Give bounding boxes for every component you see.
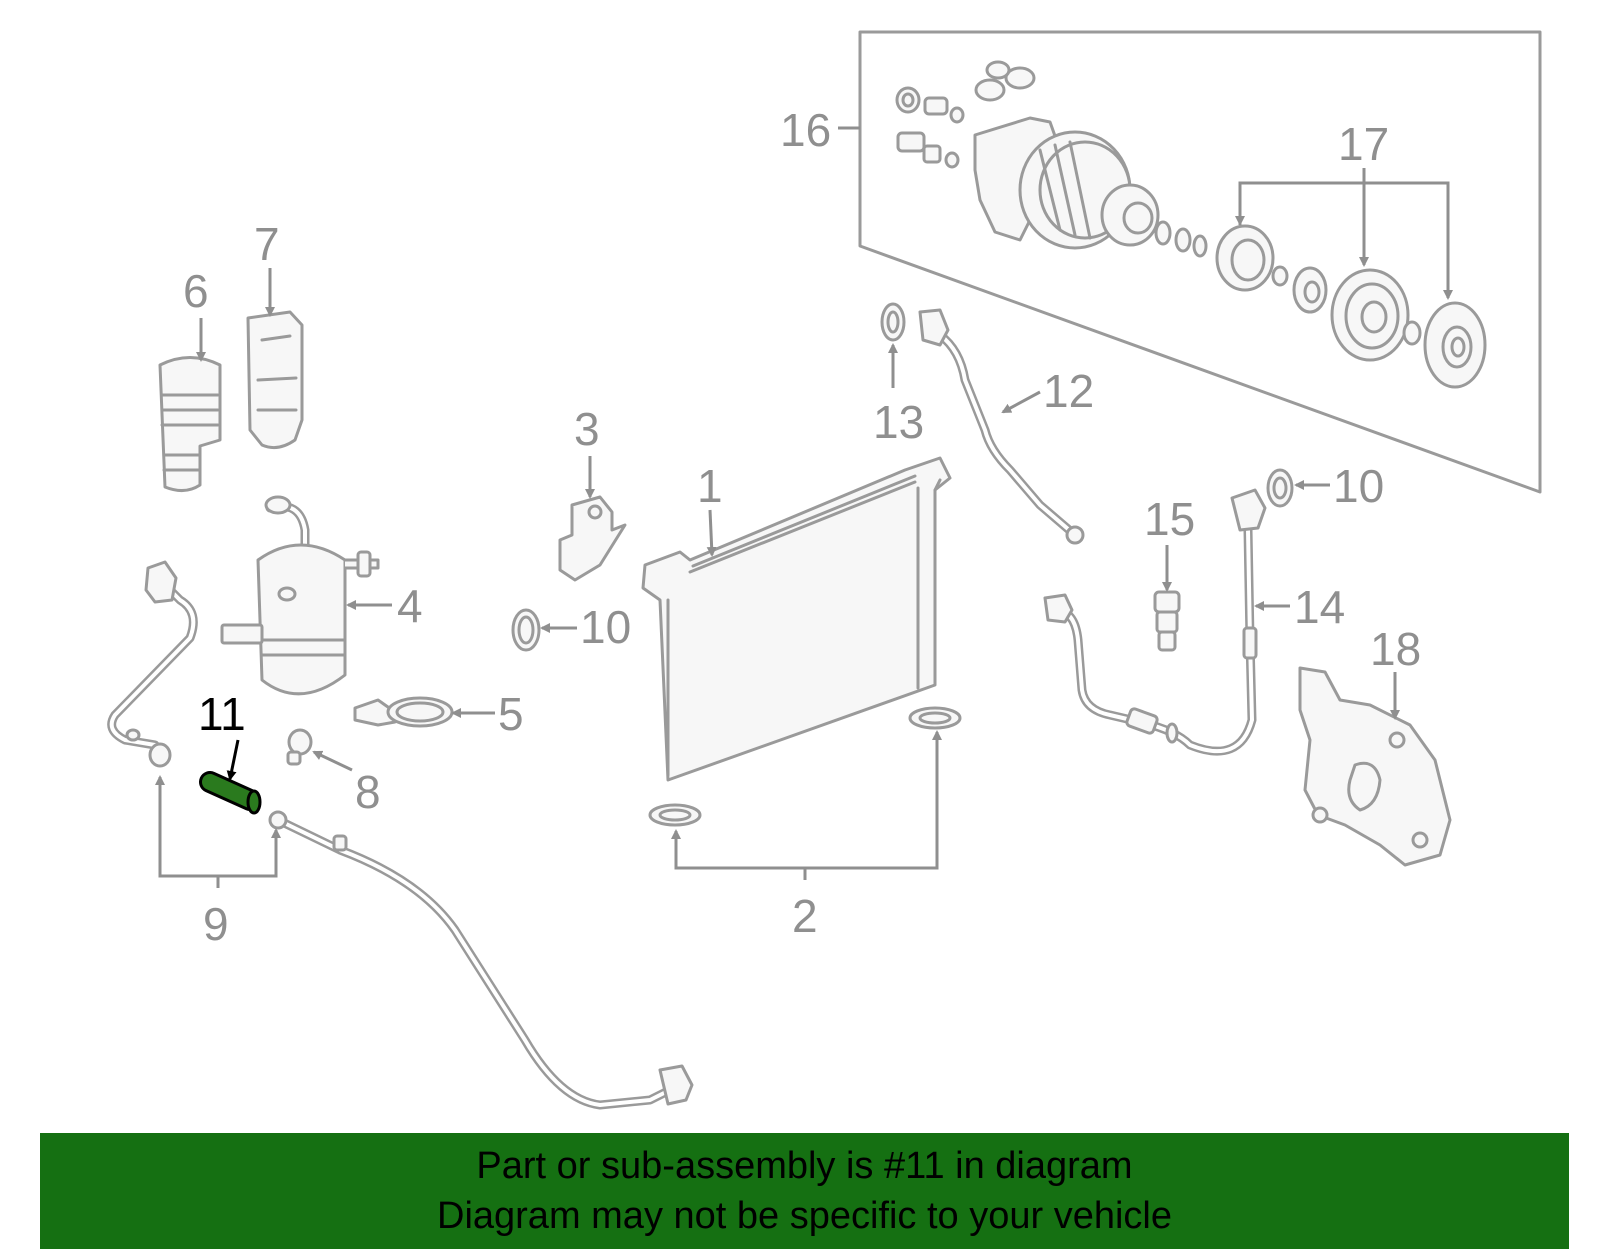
part-3-bracket (558, 495, 627, 582)
callout-17: 17 (1338, 118, 1389, 170)
callout-16: 16 (780, 104, 831, 156)
part-9-hose-upper (107, 560, 198, 768)
part-14-hose (1043, 488, 1267, 756)
part-5-bracket (353, 696, 454, 728)
callout-11: 11 (198, 688, 246, 740)
part-13-oring (880, 302, 906, 342)
callout-5: 5 (498, 688, 524, 740)
banner-line-2: Diagram may not be specific to your vehi… (437, 1195, 1172, 1237)
part-6-dryer-shell (158, 356, 222, 492)
part-4-accumulator (220, 495, 380, 696)
callout-18: 18 (1370, 623, 1421, 675)
callout-8: 8 (355, 766, 381, 818)
callout-10-right: 10 (1333, 460, 1384, 512)
banner-line-1: Part or sub-assembly is #11 in diagram (476, 1145, 1133, 1187)
part-1-condenser (641, 456, 952, 782)
part-2-seals (648, 706, 962, 827)
part-8-fitting (286, 728, 313, 766)
callout-12: 12 (1043, 365, 1094, 417)
part-9-hose-lower (268, 810, 694, 1110)
callout-9: 9 (203, 898, 229, 950)
part-7-dryer-shell (246, 310, 304, 450)
compressor-assembly-box (858, 30, 1542, 494)
part-10-oring-left (511, 608, 541, 652)
part-15-pressure-switch (1153, 590, 1181, 652)
callout-4: 4 (397, 580, 423, 632)
part-10-oring-right (1266, 468, 1294, 508)
callout-10-left: 10 (580, 601, 631, 653)
part-12-hose (918, 308, 1085, 545)
callout-2: 2 (792, 890, 818, 942)
callout-1: 1 (697, 460, 723, 512)
callout-13: 13 (873, 396, 924, 448)
callout-7: 7 (254, 218, 280, 270)
part-info-banner: Part or sub-assembly is #11 in diagram D… (40, 1133, 1569, 1249)
callout-6: 6 (183, 265, 209, 317)
callout-14: 14 (1294, 581, 1345, 633)
callout-15: 15 (1144, 493, 1195, 545)
callout-3: 3 (574, 403, 600, 455)
part-18-compressor-bracket (1298, 666, 1452, 867)
part-11-hose-highlight (199, 771, 262, 815)
leader-17 (1235, 168, 1453, 300)
